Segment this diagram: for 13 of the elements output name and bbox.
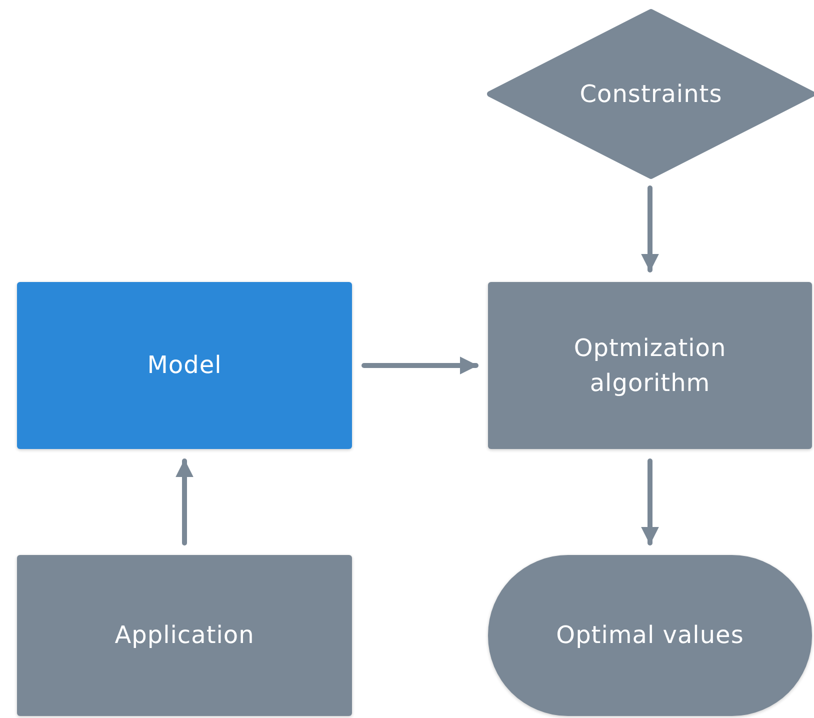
arrow bbox=[176, 458, 194, 546]
arrow bbox=[641, 186, 659, 272]
arrow bbox=[362, 356, 478, 374]
arrow bbox=[641, 458, 659, 546]
decision-diamond bbox=[490, 12, 812, 176]
node-label: Model bbox=[147, 350, 222, 382]
process-box bbox=[17, 282, 352, 449]
node-label: Application bbox=[114, 620, 254, 652]
node-label: Optimal values bbox=[556, 620, 744, 652]
node-label: Optmization algorithm bbox=[572, 332, 728, 398]
process-box bbox=[488, 282, 812, 449]
node-label: Constraints bbox=[580, 78, 722, 110]
process-box bbox=[17, 555, 352, 716]
